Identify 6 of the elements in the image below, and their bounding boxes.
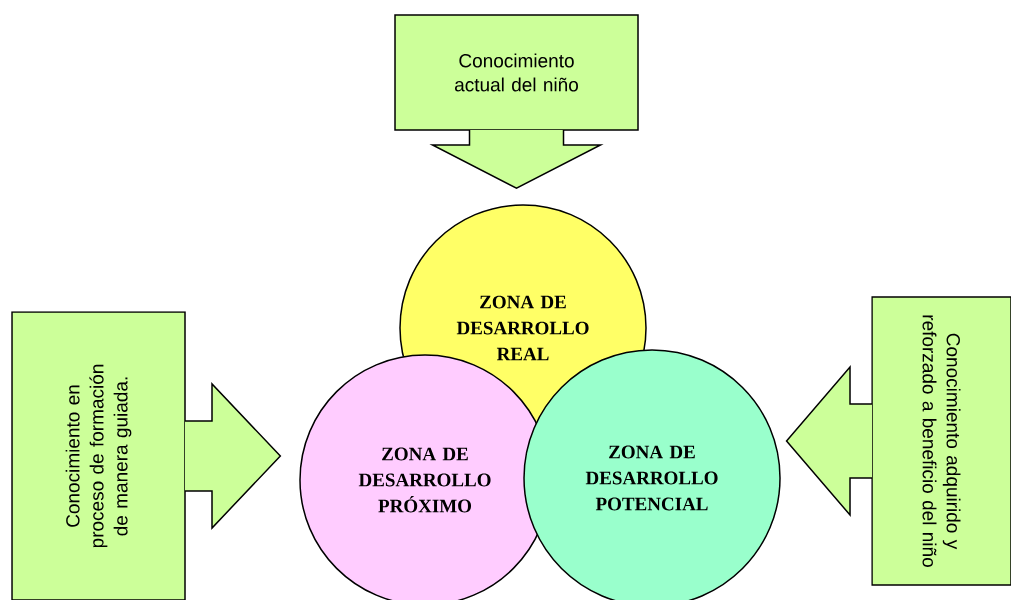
block-arrow bbox=[184, 382, 282, 530]
callout-box: Conocimiento actual del niño bbox=[394, 14, 639, 131]
block-arrow bbox=[429, 129, 604, 189]
callout-box: Conocimiento en proceso de formación de manera guiada. bbox=[11, 311, 186, 600]
block-arrow bbox=[785, 364, 873, 518]
callout-box: Conocimiento adquirido y reforzado a beneficio del niño bbox=[871, 296, 1011, 586]
